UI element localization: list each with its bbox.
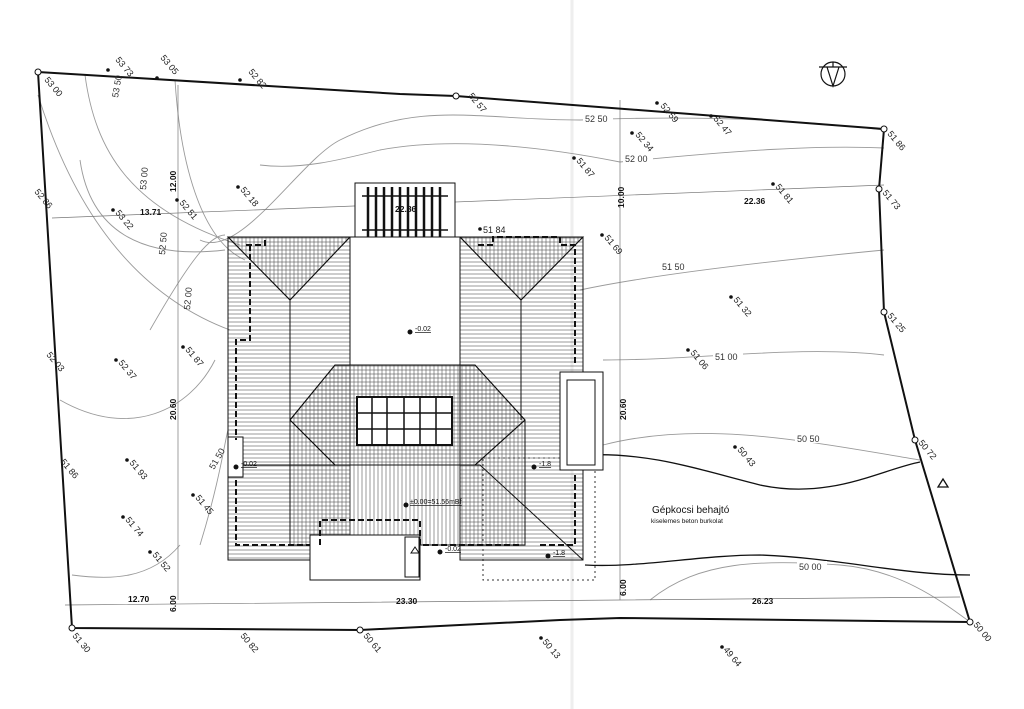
spot-elevation: 51 69 bbox=[602, 233, 624, 257]
spot-elevation: 51 52 bbox=[150, 550, 172, 574]
dimension-label: 13.71 bbox=[140, 207, 162, 217]
wall-outline bbox=[235, 236, 576, 546]
contour-label: 51 00 bbox=[715, 352, 738, 362]
spot-elevation: 51 32 bbox=[731, 295, 753, 319]
spot-elevation: 50 43 bbox=[735, 445, 757, 469]
spot-elevation: 51 87 bbox=[183, 345, 205, 369]
spot-elevation: 53 22 bbox=[113, 208, 135, 232]
spot-elevation: 51 87 bbox=[574, 156, 596, 180]
spot-elevation: 51 86 bbox=[885, 129, 907, 153]
dimension-labels: 12.00 13.71 22.36 10.00 20.60 20.60 12.7… bbox=[128, 170, 774, 612]
contour-label: 50 50 bbox=[797, 434, 820, 444]
spot-elevation: 52 57 bbox=[466, 91, 488, 115]
contour-label: 53 00 bbox=[138, 167, 150, 190]
level-markers: -0.02 -0.02 ±0.00=51.56mBf -1.8 -0.02 -1… bbox=[233, 326, 565, 559]
spot-elevation: 52 86 bbox=[32, 187, 54, 211]
contour-lines bbox=[37, 74, 971, 623]
dimension-label: 20.60 bbox=[618, 398, 628, 420]
level-label: -0.02 bbox=[241, 461, 257, 468]
contour-label: 52 00 bbox=[182, 287, 194, 310]
dimension-label: 10.00 bbox=[616, 186, 626, 208]
entrance bbox=[309, 534, 421, 581]
north-arrow-icon bbox=[819, 61, 847, 88]
contour-label: 52 00 bbox=[625, 154, 648, 164]
spot-elevation: 51 74 bbox=[123, 515, 145, 539]
spot-elevation: 51 30 bbox=[70, 631, 92, 655]
spot-elevation: 51 45 bbox=[193, 493, 215, 517]
spot-elevation: 51 93 bbox=[127, 458, 149, 482]
dimension-label: 6.00 bbox=[618, 579, 628, 596]
contour-label: 50 00 bbox=[799, 562, 822, 572]
level-label: -0.02 bbox=[445, 546, 461, 553]
contour-label: 51 50 bbox=[207, 446, 227, 471]
dimension-label: 6.00 bbox=[168, 595, 178, 612]
spot-elevation: 52 37 bbox=[116, 358, 138, 382]
building bbox=[226, 182, 604, 581]
spot-elevation: 52 51 bbox=[177, 198, 199, 222]
driveway-subtitle: kiselemes beton burkolat bbox=[651, 518, 723, 525]
level-label: -1.8 bbox=[539, 461, 551, 468]
dimension-label: 23.30 bbox=[396, 596, 418, 606]
boundary-markers bbox=[34, 68, 974, 634]
dimension-label: 12.70 bbox=[128, 594, 150, 604]
dimension-label: 20.60 bbox=[168, 398, 178, 420]
dimension-label: 12.00 bbox=[168, 170, 178, 192]
spot-elevation: 52 34 bbox=[633, 130, 655, 154]
dimension-lines bbox=[51, 85, 961, 606]
contour-label: 51 50 bbox=[662, 262, 685, 272]
spot-elevation: 53 00 bbox=[42, 75, 64, 99]
level-label: -1.8 bbox=[553, 550, 565, 557]
spot-elevation: 51 84 bbox=[483, 225, 506, 235]
spot-elevation: 53 05 bbox=[158, 53, 180, 77]
spot-elevation: 49 64 bbox=[721, 645, 743, 669]
contour-label: 53 50 bbox=[110, 74, 124, 98]
pergola bbox=[362, 187, 448, 242]
spot-elevation: 51 73 bbox=[880, 188, 902, 212]
dimension-label: 22.36 bbox=[744, 196, 766, 206]
dimension-label: 22.86 bbox=[395, 204, 417, 214]
spot-elevation: 51 06 bbox=[688, 348, 710, 372]
spot-elevation: 50 61 bbox=[361, 631, 383, 655]
dimension-label: 26.23 bbox=[752, 596, 774, 606]
level-label: ±0.00=51.56mBf bbox=[410, 499, 462, 506]
spot-elevation: 50 82 bbox=[238, 631, 260, 655]
driveway bbox=[584, 454, 971, 576]
spot-elevation: 50 00 bbox=[971, 620, 993, 644]
level-label: -0.02 bbox=[415, 326, 431, 333]
driveway-title: Gépkocsi behajtó bbox=[652, 505, 730, 516]
spot-elevation: 51 81 bbox=[773, 182, 795, 206]
spot-elevation: 52 82 bbox=[246, 67, 268, 91]
contour-label: 52 50 bbox=[157, 232, 169, 255]
spot-elevation: 50 13 bbox=[540, 637, 562, 661]
spot-elevation: 52 18 bbox=[238, 185, 260, 209]
contour-label: 52 50 bbox=[585, 114, 608, 124]
